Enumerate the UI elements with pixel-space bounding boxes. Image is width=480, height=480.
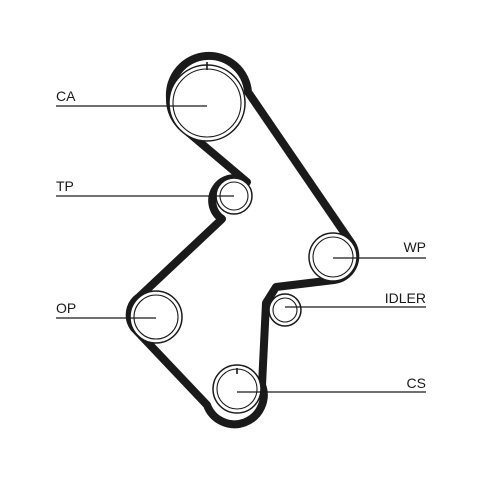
oil-pump-pulley bbox=[129, 290, 183, 344]
cs-label: CS bbox=[407, 375, 426, 391]
ca-label: CA bbox=[56, 88, 76, 104]
wp-label: WP bbox=[403, 239, 426, 255]
crankshaft-pulley bbox=[212, 364, 262, 414]
water-pump-pulley bbox=[308, 232, 358, 282]
camshaft-pulley bbox=[168, 62, 246, 142]
op-label: OP bbox=[56, 300, 76, 316]
idler-pulley bbox=[268, 293, 302, 327]
tp-label: TP bbox=[56, 178, 74, 194]
idler-label: IDLER bbox=[385, 290, 426, 306]
